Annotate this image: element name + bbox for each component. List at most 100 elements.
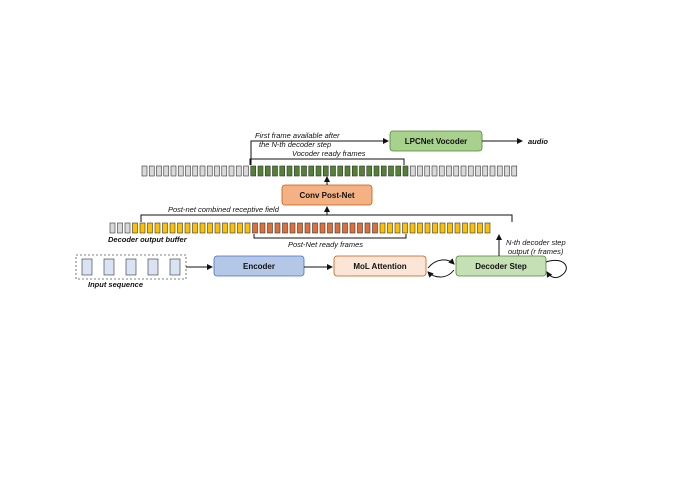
input-sequence-label: Input sequence xyxy=(88,280,143,289)
input-row-input-frame xyxy=(125,258,137,276)
edge-first-frame-to-vocoder xyxy=(250,138,389,165)
conv-postnet-label: Conv Post-Net xyxy=(299,191,354,200)
vocoder-row-vocoder-ready-frame xyxy=(373,165,380,177)
vocoder-row-empty-frame xyxy=(148,165,155,177)
nth-step-label-line1: N-th decoder step xyxy=(506,238,566,247)
vocoder-row-empty-frame xyxy=(185,165,191,177)
buffer-row-postnet-ready-frame xyxy=(327,222,333,234)
lpcnet-vocoder-node: LPCNet Vocoder xyxy=(389,130,483,152)
input-row-input-frame xyxy=(103,258,115,276)
buffer-row-postnet-ready-frame xyxy=(334,222,341,234)
input-row-input-frame xyxy=(81,258,93,276)
mol-attention-label: MoL Attention xyxy=(353,262,406,271)
vocoder-row-empty-frame xyxy=(453,165,460,177)
vocoder-row-vocoder-ready-frame xyxy=(286,165,293,177)
buffer-row-buffered-frame xyxy=(469,222,476,234)
buffer-row-postnet-ready-frame xyxy=(319,222,326,234)
buffer-row-buffered-frame xyxy=(379,222,386,234)
buffer-row-buffered-frame xyxy=(222,222,228,234)
buffer-row-postnet-ready-frame xyxy=(312,222,318,234)
vocoder-row-empty-frame xyxy=(243,165,249,177)
postnet-ready-bracket xyxy=(253,234,407,239)
buffer-row-buffered-frame xyxy=(439,222,446,234)
vocoder-row-empty-frame xyxy=(206,165,213,177)
buffer-row-buffered-frame xyxy=(454,222,461,234)
buffer-row-buffered-frame xyxy=(139,222,146,234)
buffer-row-buffered-frame xyxy=(147,222,153,234)
vocoder-row-vocoder-ready-frame xyxy=(293,165,300,177)
decoder-step-label: Decoder Step xyxy=(475,262,527,271)
vocoder-row-vocoder-ready-frame xyxy=(344,165,351,177)
buffer-row-buffered-frame xyxy=(229,222,236,234)
vocoder-row-empty-frame xyxy=(417,165,423,177)
vocoder-frame-row xyxy=(141,165,518,177)
vocoder-row-vocoder-ready-frame xyxy=(402,165,409,177)
vocoder-row-vocoder-ready-frame xyxy=(257,165,264,177)
buffer-row-buffered-frame xyxy=(177,222,183,234)
vocoder-row-empty-frame xyxy=(163,165,170,177)
vocoder-row-empty-frame xyxy=(141,165,148,177)
audio-label: audio xyxy=(528,137,548,146)
vocoder-ready-bracket xyxy=(249,158,405,165)
buffer-row-buffered-frame xyxy=(484,222,491,234)
decoder-output-buffer-row xyxy=(109,222,491,234)
vocoder-row-vocoder-ready-frame xyxy=(337,165,344,177)
buffer-row-empty-frame xyxy=(109,222,116,234)
buffer-row-empty-frame xyxy=(124,222,131,234)
postnet-receptive-field-bracket xyxy=(140,214,513,222)
buffer-row-postnet-ready-frame xyxy=(357,222,363,234)
vocoder-row-empty-frame xyxy=(446,165,452,177)
buffer-row-postnet-ready-frame xyxy=(304,222,311,234)
buffer-row-postnet-ready-frame xyxy=(297,222,303,234)
decoder-self-loop xyxy=(545,260,567,279)
vocoder-row-empty-frame xyxy=(170,165,177,177)
buffer-row-buffered-frame xyxy=(462,222,468,234)
vocoder-row-empty-frame xyxy=(235,165,242,177)
buffer-row-buffered-frame xyxy=(192,222,198,234)
buffer-row-postnet-ready-frame xyxy=(349,222,356,234)
edge-decoder-to-mol xyxy=(427,269,455,278)
decoder-step-node: Decoder Step xyxy=(455,255,547,277)
vocoder-row-empty-frame xyxy=(467,165,474,177)
postnet-ready-frames-label: Post-Net ready frames xyxy=(288,240,363,249)
input-sequence-row xyxy=(81,258,181,276)
first-frame-label-line1: First frame available after xyxy=(255,131,340,140)
buffer-row-postnet-ready-frame xyxy=(289,222,296,234)
vocoder-row-vocoder-ready-frame xyxy=(301,165,307,177)
vocoder-row-vocoder-ready-frame xyxy=(366,165,373,177)
vocoder-row-empty-frame xyxy=(221,165,228,177)
vocoder-row-empty-frame xyxy=(199,165,206,177)
buffer-row-buffered-frame xyxy=(154,222,161,234)
vocoder-row-empty-frame xyxy=(409,165,416,177)
vocoder-row-empty-frame xyxy=(156,165,162,177)
vocoder-row-empty-frame xyxy=(177,165,184,177)
vocoder-row-empty-frame xyxy=(511,165,518,177)
buffer-row-buffered-frame xyxy=(409,222,416,234)
buffer-row-postnet-ready-frame xyxy=(252,222,258,234)
vocoder-row-empty-frame xyxy=(438,165,445,177)
postnet-receptive-field-label: Post-net combined receptive field xyxy=(168,205,280,214)
buffer-row-buffered-frame xyxy=(169,222,176,234)
buffer-row-buffered-frame xyxy=(417,222,423,234)
vocoder-row-vocoder-ready-frame xyxy=(250,165,257,177)
vocoder-row-empty-frame xyxy=(214,165,220,177)
vocoder-row-empty-frame xyxy=(475,165,481,177)
buffer-row-buffered-frame xyxy=(477,222,483,234)
buffer-row-postnet-ready-frame xyxy=(267,222,273,234)
buffer-row-buffered-frame xyxy=(237,222,243,234)
buffer-row-buffered-frame xyxy=(199,222,206,234)
buffer-row-postnet-ready-frame xyxy=(372,222,378,234)
buffer-row-postnet-ready-frame xyxy=(342,222,348,234)
input-row-input-frame xyxy=(147,258,159,276)
nth-step-label-line2: output (r frames) xyxy=(508,247,564,256)
buffer-row-buffered-frame xyxy=(447,222,453,234)
buffer-row-postnet-ready-frame xyxy=(274,222,281,234)
buffer-row-buffered-frame xyxy=(162,222,168,234)
buffer-row-buffered-frame xyxy=(424,222,431,234)
vocoder-row-vocoder-ready-frame xyxy=(388,165,394,177)
vocoder-row-vocoder-ready-frame xyxy=(395,165,402,177)
mol-attention-node: MoL Attention xyxy=(333,255,427,277)
vocoder-row-vocoder-ready-frame xyxy=(359,165,365,177)
buffer-row-buffered-frame xyxy=(207,222,213,234)
